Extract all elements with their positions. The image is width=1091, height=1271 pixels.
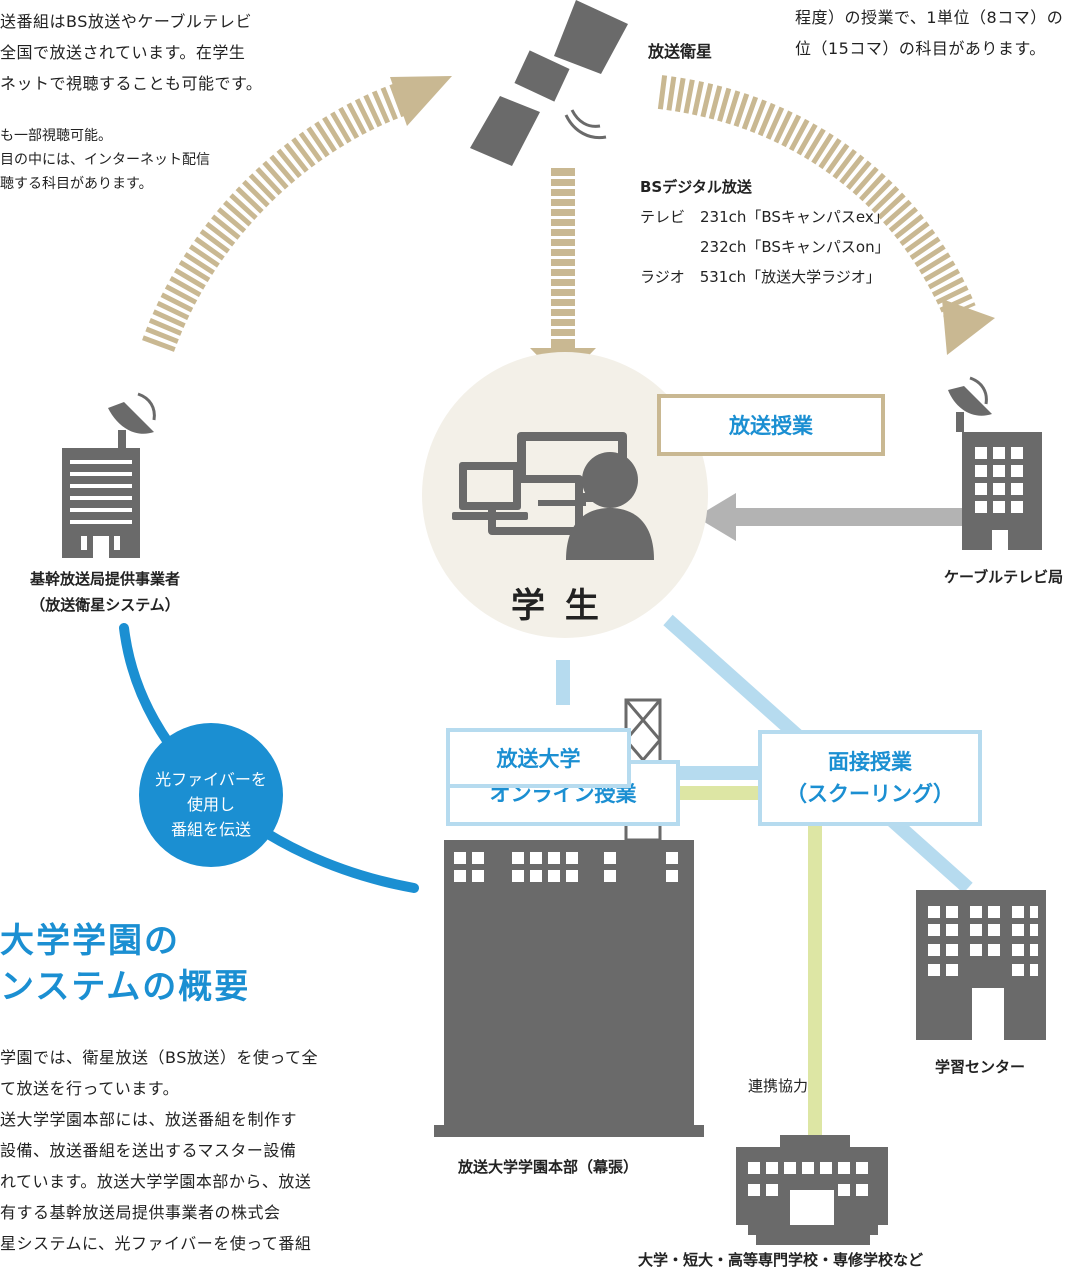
note-line-3: 聴する科目があります。 [0,176,153,192]
broadcast-class-label: 放送授業 [657,394,885,456]
partner-school-building-icon [736,1135,888,1245]
fiber-line-1: 光ファイバーを [155,770,267,789]
partner-schools-label: 大学・短大・高等専門学校・専修学校など [638,1251,924,1269]
cooperation-label: 連携協力 [748,1077,809,1095]
notes-top-left: も一部視聴可能。 目の中には、インターネット配信 聴する科目があります。 [0,124,210,196]
uplink-arrowhead [390,76,452,126]
headline-line1: 大学学園の [0,921,180,961]
student-label: 学 生 [511,586,603,626]
student-devices-icon [452,432,654,560]
fiber-circle [139,723,283,867]
broadcaster-label-line2: （放送衛星システム） [30,596,180,614]
bs-line-3: ラジオ 531ch「放送大学ラジオ」 [640,268,881,286]
headquarters-label: 放送大学学園本部（幕張） [458,1158,639,1176]
schooling-label: 面接授業 （スクーリング） [758,730,982,826]
bottom-line-5: れています。放送大学学園本部から、放送 [0,1172,312,1191]
fiber-line-3: 番組を伝送 [170,820,251,839]
cable-tv-building-icon [948,376,1042,550]
bottom-line-3: 送大学学園本部には、放送番組を制作す [0,1110,298,1129]
schooling-text-line2: （スクーリング） [786,782,954,806]
cable-arrowhead [942,299,995,355]
bottom-line-7: 星システムに、光ファイバーを使って番組 [0,1234,312,1253]
learning-center-label: 学習センター [935,1058,1026,1076]
fiber-circle-text: 光ファイバーを 使用し 番組を伝送 [141,767,281,842]
headline-line2: ンステムの概要 [0,967,251,1007]
bottom-paragraph: 学園では、衛星放送（BS放送）を使って全 て放送を行っています。 送大学学園本部… [0,1042,318,1259]
note-line-1: も一部視聴可能。 [0,128,112,144]
broadcast-building-icon [62,392,156,558]
satellite-icon [470,0,628,166]
bottom-line-1: 学園では、衛星放送（BS放送）を使って全 [0,1048,319,1067]
bs-digital-heading: BSデジタル放送 [640,178,752,196]
headquarters-building-icon [434,698,704,1137]
satellite-label: 放送衛星 [648,42,713,61]
broadcaster-label: 基幹放送局提供事業者 （放送衛星システム） [0,566,210,618]
fiber-line-2: 使用し [186,795,235,814]
bottom-line-6: 有する基幹放送局提供事業者の株式会 [0,1203,281,1222]
right-line-1: 程度）の授業で、1単位（8コマ）の [795,8,1064,27]
intro-line-2: 全国で放送されています。在学生 [0,43,246,62]
university-text: 放送大学 [496,747,581,771]
intro-line-3: ネットで視聴することも可能です。 [0,74,263,93]
note-line-2: 目の中には、インターネット配信 [0,152,210,168]
intro-line-1: 送番組はBS放送やケーブルテレビ [0,12,252,31]
university-label: 放送大学 [446,728,631,788]
bs-line-2: 232ch「BSキャンパスon」 [640,238,890,256]
broadcaster-label-line1: 基幹放送局提供事業者 [29,570,180,588]
learning-center-building-icon [916,890,1046,1040]
cable-tv-label: ケーブルテレビ局 [944,568,1064,586]
intro-paragraph-top-left: 送番組はBS放送やケーブルテレビ 全国で放送されています。在学生 ネットで視聴す… [0,6,262,99]
schooling-text-line1: 面接授業 [828,750,912,774]
broadcast-class-text: 放送授業 [729,414,813,438]
bottom-line-4: 設備、放送番組を送出するマスター設備 [0,1141,297,1160]
cable-to-student-arrow [696,493,972,541]
bs-digital-block: BSデジタル放送 テレビ 231ch「BSキャンパスex」 232ch「BSキャ… [640,172,890,292]
uplink-arc [142,79,416,352]
broadcast-arrows [142,75,995,382]
bottom-line-2: て放送を行っています。 [0,1079,180,1098]
section-headline: 大学学園の ンステムの概要 [0,918,250,1010]
bs-line-1: テレビ 231ch「BSキャンパスex」 [640,208,889,226]
right-line-2: 位（15コマ）の科目があります。 [795,39,1046,58]
intro-paragraph-top-right: 程度）の授業で、1単位（8コマ）の 位（15コマ）の科目があります。 [795,2,1063,64]
